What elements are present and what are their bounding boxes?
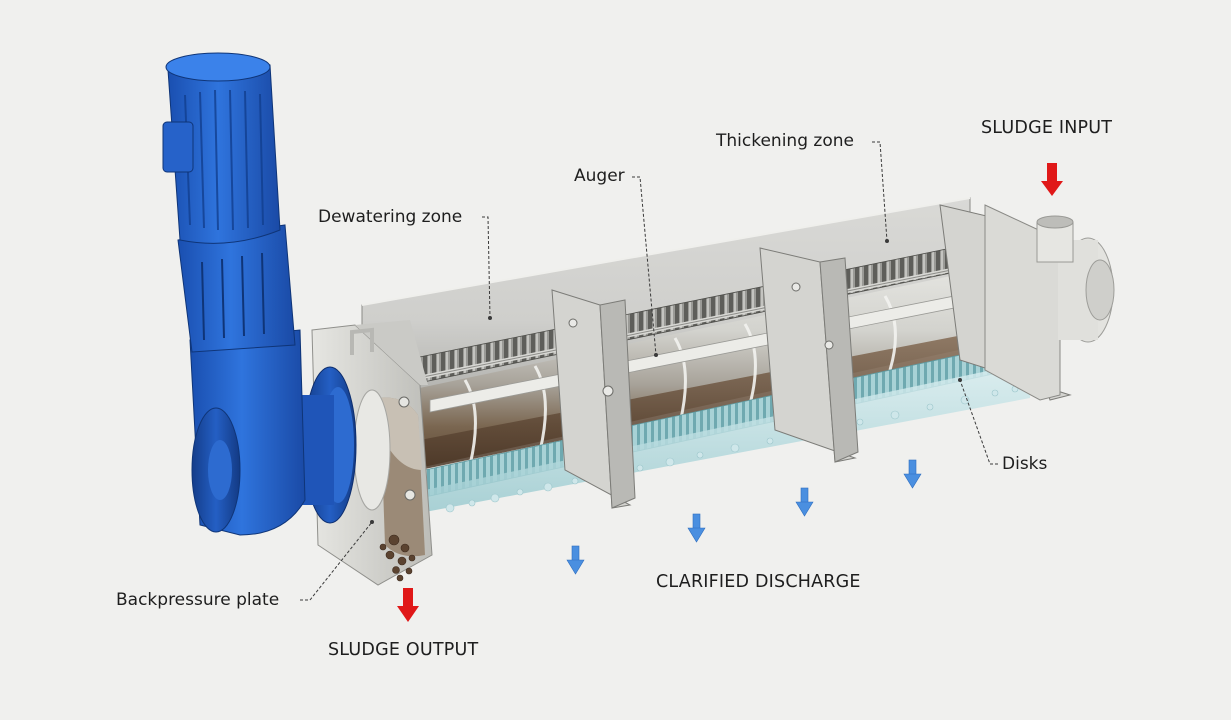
- water-drop-arrow-icon: [795, 487, 814, 517]
- thickening-zone-label: Thickening zone: [716, 131, 854, 151]
- sludge-input-label: SLUDGE INPUT: [981, 118, 1113, 138]
- clarified-discharge-label: CLARIFIED DISCHARGE: [656, 572, 861, 592]
- auger-label: Auger: [574, 166, 625, 186]
- water-drop-arrow-icon: [903, 459, 922, 489]
- backpressure-plate-label: Backpressure plate: [116, 590, 280, 610]
- dewatering-zone-label: Dewatering zone: [318, 207, 463, 227]
- water-drop-arrow-icon: [687, 513, 706, 543]
- sludge-output-arrow-icon: [397, 588, 419, 622]
- disks-label: Disks: [1002, 454, 1048, 474]
- sludge-output-label: SLUDGE OUTPUT: [328, 640, 479, 660]
- water-drop-arrow-icon: [566, 545, 585, 575]
- sludge-input-arrow-icon: [1041, 163, 1063, 196]
